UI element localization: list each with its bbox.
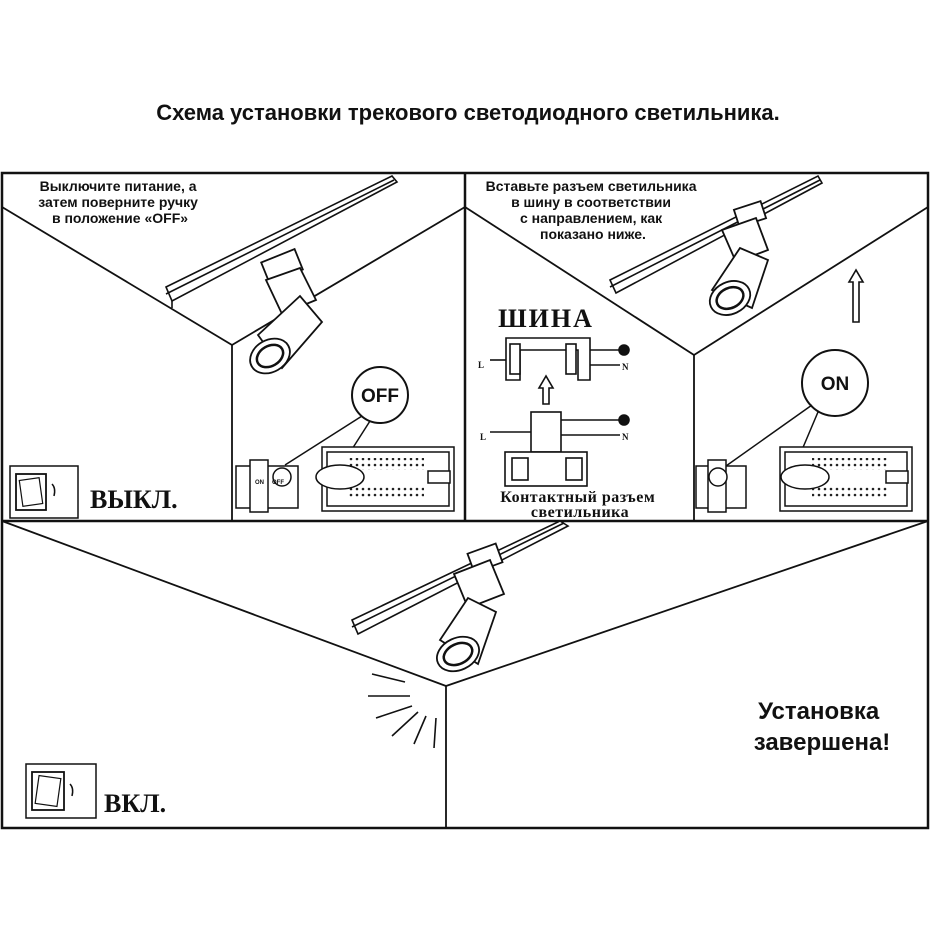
neutral-label: N [622, 432, 629, 442]
switch-on-label: ВКЛ. [104, 789, 166, 818]
track-luminaire [708, 199, 770, 316]
line-label: L [478, 360, 484, 370]
panel-frame [0, 171, 930, 830]
room-walls [1, 520, 929, 828]
instruction-line: с направлением, как [520, 210, 663, 226]
svg-text:Вставьте разъем светильника: Вставьте разъем светильника в шину в соо… [486, 178, 701, 242]
track-luminaire [249, 247, 324, 375]
small-off-label: OFF [272, 480, 284, 486]
room-walls [693, 206, 929, 521]
line-label: L [480, 432, 486, 442]
connector-detail [490, 411, 630, 487]
track-luminaire [436, 542, 506, 673]
panel-step-3: ON [608, 174, 929, 521]
svg-text:Установка завершена!: Установка завершена! [754, 698, 891, 756]
driver-box [315, 446, 455, 512]
connector-caption-line: Контактный разъем [500, 489, 655, 506]
instruction-line: в шину в соответствии [511, 194, 671, 210]
small-on-label: ON [255, 480, 264, 486]
wall-switch-on [25, 763, 97, 819]
wall-switch-off [9, 465, 79, 519]
room-walls [464, 206, 695, 356]
done-text-line: Установка [758, 698, 880, 725]
rail-profile [490, 337, 630, 381]
svg-text:Контактный разъем светил: Контактный разъем светильника [500, 489, 659, 521]
adapter-detail: ON OFF [235, 459, 299, 513]
panel-step-4: ВКЛ. Установка завершена! [1, 520, 929, 828]
done-text-line: завершена! [754, 729, 891, 756]
adapter-detail [695, 459, 747, 513]
instruction-line: Выключите питание, а [40, 178, 197, 194]
rail-label: ШИНА [498, 304, 594, 333]
instruction-line: Вставьте разъем светильника [486, 178, 697, 194]
instruction-line: затем поверните ручку [38, 194, 198, 210]
track-rail [164, 175, 399, 308]
light-rays [368, 673, 437, 749]
panel-step-1: Выключите питание, а затем поверните руч… [1, 175, 466, 521]
instruction-line: в положение «OFF» [52, 210, 188, 226]
instruction-line: показано ниже. [540, 226, 646, 242]
connector-caption-line: светильника [531, 504, 629, 521]
arrow-up-icon [537, 374, 555, 405]
off-label: OFF [361, 386, 399, 407]
on-label: ON [821, 374, 850, 395]
driver-box [779, 446, 913, 512]
switch-off-label: ВЫКЛ. [90, 485, 178, 514]
svg-text:Выключите питание, а зат: Выключите питание, а затем поверните руч… [38, 178, 202, 226]
neutral-label: N [622, 362, 629, 372]
page-title: Схема установки трекового светодиодного … [156, 100, 780, 125]
arrow-up-icon [847, 268, 865, 323]
off-knob-callout: OFF [284, 366, 409, 469]
panel-step-2: Вставьте разъем светильника в шину в соо… [464, 178, 701, 521]
